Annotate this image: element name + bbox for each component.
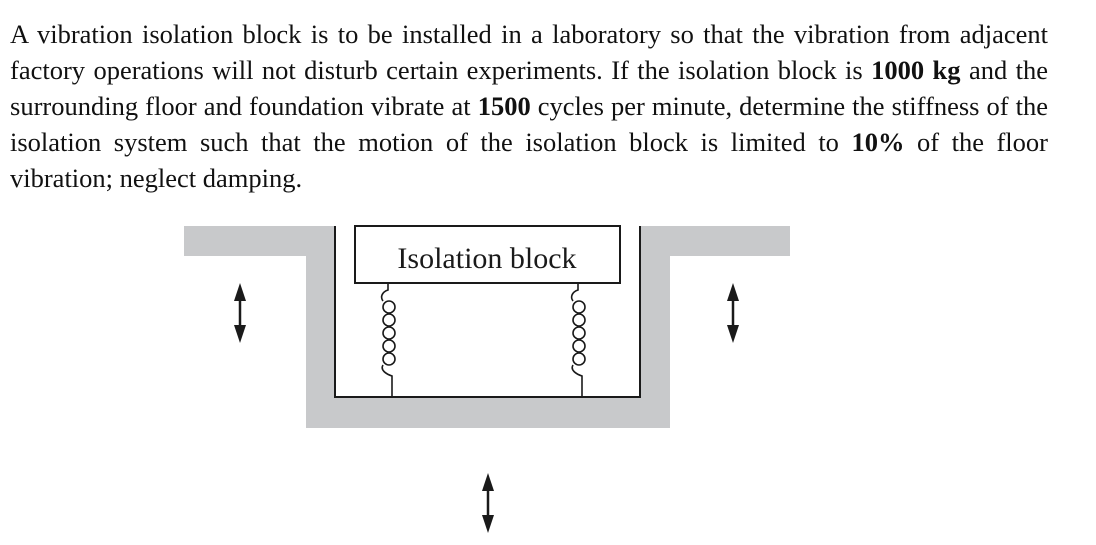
isolation-block-label: Isolation block bbox=[397, 242, 576, 275]
isolation-block bbox=[354, 225, 621, 284]
double-arrow-icon bbox=[482, 473, 494, 533]
problem-text-2: and the surrounding floor and foundation… bbox=[10, 55, 1048, 121]
problem-text-1: A vibration isolation block is to be ins… bbox=[10, 19, 1048, 85]
double-arrow-icon bbox=[727, 283, 739, 343]
floor-foundation bbox=[184, 226, 790, 428]
spring-icon bbox=[380, 283, 396, 397]
problem-text-3: cycles per minute, determine the stiffne… bbox=[10, 91, 1049, 157]
pit-outline bbox=[334, 226, 641, 398]
problem-text-4: of the floor vibration; neglect damping. bbox=[10, 127, 1048, 193]
spring-icon bbox=[570, 283, 586, 397]
double-arrow-icon bbox=[234, 283, 246, 343]
ratio-value: 10% bbox=[851, 127, 905, 157]
mass-value: 1000 kg bbox=[871, 55, 961, 85]
problem-statement: A vibration isolation block is to be ins… bbox=[10, 16, 1048, 196]
frequency-value: 1500 bbox=[477, 91, 531, 121]
